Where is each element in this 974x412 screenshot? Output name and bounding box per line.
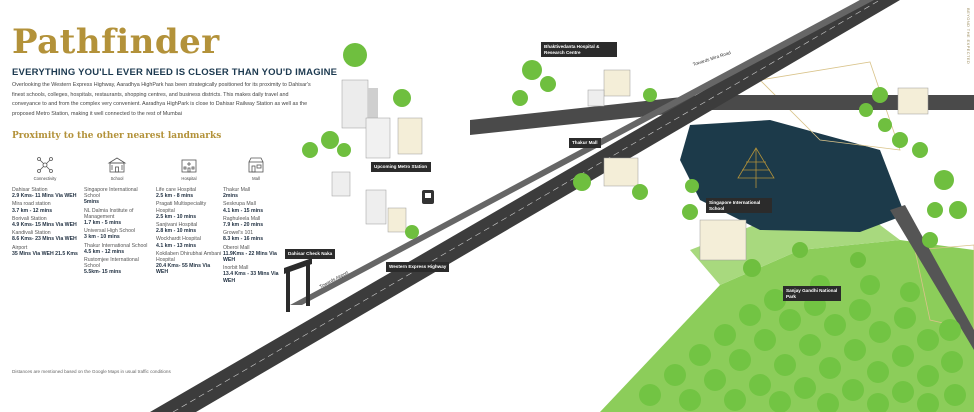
page-title: Pathfinder bbox=[12, 22, 220, 62]
label-western-express-highway: Western Express Highway bbox=[386, 262, 450, 272]
label-dahisar-check-naka: Dahisar Check Naka bbox=[285, 249, 336, 259]
forest bbox=[639, 275, 966, 412]
proximity-heading: Proximity to the other nearest landmarks bbox=[12, 131, 222, 141]
category-label: Mall bbox=[252, 176, 260, 181]
hospital-icon bbox=[181, 159, 197, 173]
connectivity-icon bbox=[37, 157, 53, 173]
label-sgnp: Sanjay Gandhi National Park bbox=[783, 286, 841, 302]
side-road bbox=[470, 95, 974, 135]
highway-shoulder bbox=[290, 0, 874, 305]
trees bbox=[302, 43, 967, 277]
building-cluster bbox=[331, 69, 929, 261]
label-thakur-mall: Thakur Mall bbox=[569, 138, 601, 148]
lake-logo bbox=[737, 147, 775, 188]
metro-marker bbox=[422, 190, 434, 204]
category-label: Hospital bbox=[181, 176, 197, 181]
headline: EVERYTHING YOU'LL EVER NEED IS CLOSER TH… bbox=[12, 67, 338, 78]
category-label: Connectivity bbox=[33, 176, 57, 181]
mall-icon bbox=[248, 157, 264, 173]
footnote: Distances are mentioned based on the Goo… bbox=[12, 369, 171, 374]
plot-outline-2 bbox=[914, 244, 974, 331]
check-naka-gate bbox=[284, 258, 312, 312]
label-singapore-school: Singapore International School bbox=[706, 198, 772, 214]
label-bhaktivedanta-hospital: Bhaktivedanta Hospital & Research Centre bbox=[541, 42, 617, 58]
side-tagline: BEYOND THE EXPECTED bbox=[966, 8, 971, 65]
intro-paragraph: Overlooking the Western Express Highway,… bbox=[12, 82, 311, 117]
lake bbox=[680, 120, 905, 232]
category-label: School bbox=[110, 176, 124, 181]
plot-outline bbox=[759, 61, 901, 151]
school-icon bbox=[107, 157, 127, 173]
western-express-highway-road bbox=[150, 0, 900, 412]
label-metro-station: Upcoming Metro Station bbox=[371, 162, 431, 172]
curve-road bbox=[890, 205, 974, 350]
